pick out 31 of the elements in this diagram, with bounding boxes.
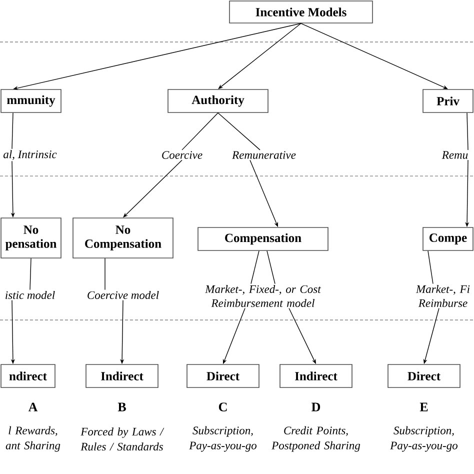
category-box: mmunity [0,89,62,113]
category-box: Compe [422,227,474,251]
category-box: Incentive Models [229,0,373,24]
example-text: l Rewards, ant Sharing [6,426,60,452]
category-box: ndirect [0,364,56,388]
example-text: Subscription, Pay-as-you-go [189,426,257,452]
example-text: Forced by Laws / Rules / Standards [80,427,164,451]
model-label: Market-, Fi Reimburse [416,284,470,308]
model-label: istic model [6,290,55,300]
category-letter: D [312,402,320,412]
category-box: Priv [422,89,474,113]
category-box: No pensation [0,218,62,258]
category-letter: E [420,402,428,412]
model-label: al, Intrinsic [4,150,57,160]
category-box: Authority [168,89,268,113]
category-letter: C [218,402,227,412]
model-label: Remu [442,151,468,159]
category-box: Direct [388,364,460,388]
model-label: Coercive model [88,290,159,300]
category-letter: A [28,402,38,412]
category-box: Direct [186,364,260,388]
model-label: Remunerative [232,151,296,159]
category-box: Indirect [280,364,352,388]
category-letter: B [118,402,126,412]
example-text: Credit Points, Postponed Sharing [272,426,360,452]
model-label: Coercive [162,151,202,159]
category-box: Indirect [86,364,158,388]
category-box: Compensation [198,227,328,251]
category-box: No Compensation [72,218,174,258]
model-label: Market-, Fixed-, or Cost Reimbursement model [205,284,322,308]
example-text: Subscription, Pay-as-you-go [390,426,458,452]
